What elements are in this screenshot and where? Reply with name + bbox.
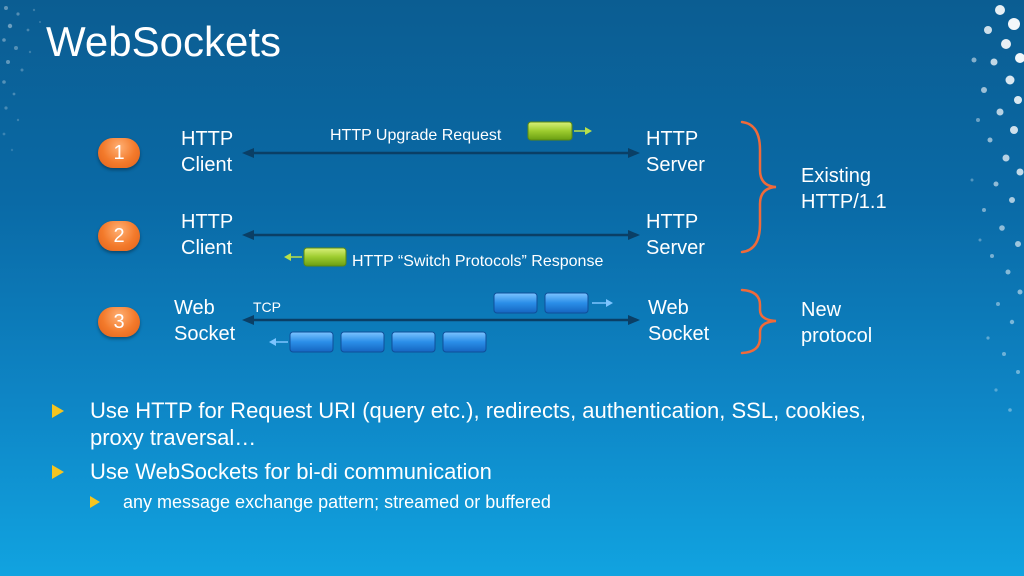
connector-row-2 <box>242 230 640 240</box>
http-server-label-2: HTTP Server <box>646 211 705 259</box>
bullet-triangle-icon <box>52 404 64 418</box>
switch-protocols-label: HTTP “Switch Protocols” Response <box>352 253 604 270</box>
http-client-label-1: HTTP Client <box>181 128 234 176</box>
websocket-frames-outbound <box>493 292 613 314</box>
step-badge-1: 1 <box>98 138 140 168</box>
http-server-label-1: HTTP Server <box>646 128 705 176</box>
new-protocol-label: New protocol <box>801 299 873 347</box>
bullet-http-uses: Use HTTP for Request URI (query etc.), r… <box>90 398 867 450</box>
sub-bullet-exchange-pattern: any message exchange pattern; streamed o… <box>123 492 551 512</box>
step-badge-2: 2 <box>98 221 140 251</box>
bullet-websocket-uses: Use WebSockets for bi-di communication <box>90 459 492 484</box>
tcp-label: TCP <box>253 299 281 315</box>
bullet-triangle-icon <box>52 465 64 479</box>
slide-title: WebSockets <box>46 18 281 65</box>
dot-pattern-left <box>2 6 41 152</box>
existing-http-label: Existing HTTP/1.1 <box>801 165 887 213</box>
web-socket-label-left: Web Socket <box>174 297 236 345</box>
step-badge-3: 3 <box>98 307 140 337</box>
upgrade-request-packet <box>527 121 592 141</box>
connector-row-3 <box>242 315 640 325</box>
http-client-label-2: HTTP Client <box>181 211 234 259</box>
upgrade-request-label: HTTP Upgrade Request <box>330 127 502 144</box>
websocket-frames-inbound <box>269 331 487 353</box>
sub-bullet-triangle-icon <box>90 496 100 508</box>
brace-new-protocol <box>740 288 777 355</box>
connector-row-1 <box>242 148 640 158</box>
switch-protocols-packet <box>284 247 347 267</box>
web-socket-label-right: Web Socket <box>648 297 710 345</box>
dot-pattern-right <box>970 5 1024 412</box>
brace-existing-http <box>740 120 777 254</box>
